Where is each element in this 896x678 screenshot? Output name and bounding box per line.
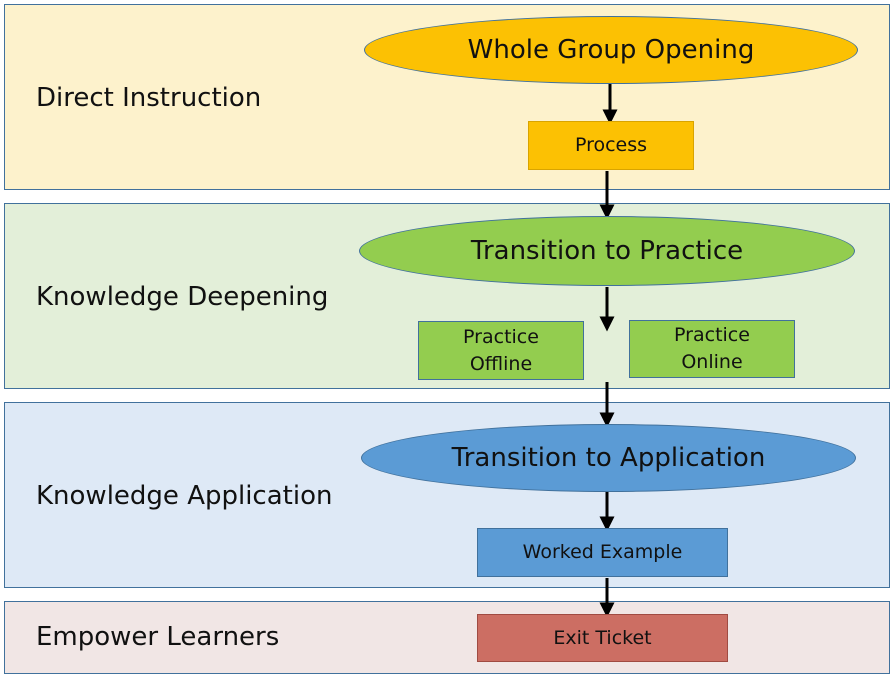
band-label: Knowledge Application (36, 481, 333, 511)
band-label: Knowledge Deepening (36, 282, 329, 312)
practice-offline-node: Practice Offline (418, 321, 584, 380)
transition-to-practice-node: Transition to Practice (359, 216, 855, 286)
transition-to-application-node: Transition to Application (361, 424, 856, 492)
practice-online-node: Practice Online (629, 320, 795, 378)
band-empower-learners: Empower Learners (4, 601, 890, 674)
exit-ticket-node: Exit Ticket (477, 614, 728, 662)
practice-online-label: Practice Online (674, 324, 750, 373)
process-node: Process (528, 121, 694, 170)
band-label: Empower Learners (36, 622, 280, 652)
band-label: Direct Instruction (36, 83, 262, 113)
worked-example-node: Worked Example (477, 528, 728, 577)
whole-group-opening-node: Whole Group Opening (364, 16, 858, 84)
practice-offline-label: Practice Offline (463, 325, 539, 375)
